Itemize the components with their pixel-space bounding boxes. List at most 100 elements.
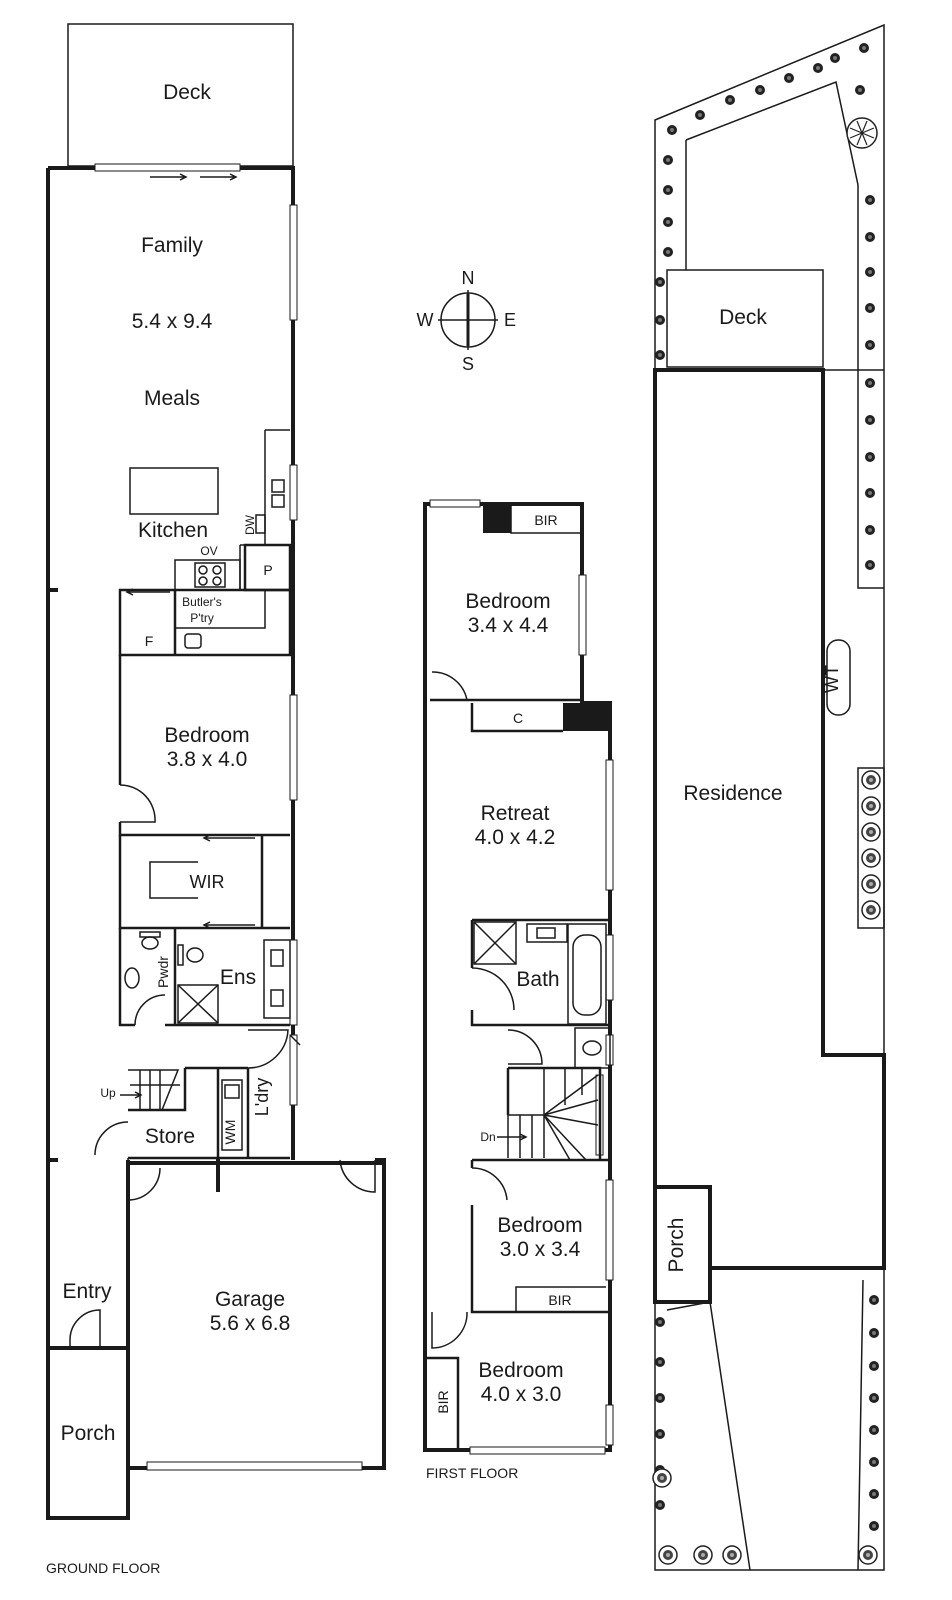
cooktop [174, 559, 241, 591]
family-size-label: 5.4 x 9.4 [132, 310, 213, 333]
shrub-icon [655, 1317, 665, 1327]
shrub-icon [869, 1457, 879, 1467]
plant-icon [658, 1545, 678, 1565]
bedroom2-wall [470, 1158, 610, 1314]
shrub-icon [865, 488, 875, 498]
shrub-icon [865, 525, 875, 535]
bedroom-window [289, 694, 298, 801]
butlers-pantry-label-1: Butler's [182, 595, 222, 609]
shrub-icon [865, 195, 875, 205]
plant-icon [722, 1545, 742, 1565]
shrub-icon [655, 1500, 665, 1510]
site-plan [653, 23, 886, 1571]
bedroom-1-size-label: 3.4 x 4.4 [468, 614, 549, 637]
retreat-size-label: 4.0 x 4.2 [475, 826, 556, 849]
bedroom-size-label: 3.8 x 4.0 [167, 748, 248, 771]
bedroom-3-label: Bedroom [478, 1359, 563, 1382]
shrub-icon [663, 217, 673, 227]
wir-label: WIR [190, 872, 225, 892]
plant-icon [861, 770, 881, 790]
family-label: Family [141, 234, 203, 257]
plant-icon [858, 1545, 878, 1565]
family-window [289, 204, 298, 321]
compass-west: W [417, 310, 434, 330]
kitchen-window [289, 464, 298, 521]
shrub-icon [655, 315, 665, 325]
compass-icon [438, 290, 498, 350]
porch-label: Porch [61, 1422, 116, 1445]
first-floor-plan [423, 499, 614, 1455]
shrub-icon [655, 277, 665, 287]
bedroom-1-label: Bedroom [465, 590, 550, 613]
stair-wall [128, 1068, 187, 1112]
bedroom-2-size-label: 3.0 x 3.4 [500, 1238, 581, 1261]
plant-icon [861, 900, 881, 920]
bir-2-label: BIR [548, 1292, 571, 1308]
kitchen-island [129, 467, 219, 515]
shrub-icon [869, 1393, 879, 1403]
bir-1-label: BIR [534, 512, 557, 528]
ensuite-shower [177, 984, 219, 1024]
shrub-icon [869, 1361, 879, 1371]
shrub-icon [869, 1328, 879, 1338]
stairs-down-label: Dn [480, 1130, 495, 1144]
site-porch-label: Porch [665, 1218, 688, 1273]
shrub-icon [869, 1295, 879, 1305]
laundry-label: L'dry [252, 1078, 272, 1116]
shrub-icon [865, 303, 875, 313]
shrub-icon [655, 1357, 665, 1367]
shrub-icon [869, 1489, 879, 1499]
ensuite-window [289, 939, 298, 1026]
shrub-icon [784, 73, 794, 83]
plant-icon [652, 1468, 672, 1488]
plant-icon [861, 822, 881, 842]
deck-label: Deck [163, 81, 211, 104]
fridge-label: F [145, 633, 154, 649]
shrub-icon [865, 415, 875, 425]
shrub-icon [855, 85, 865, 95]
compass-north: N [462, 268, 475, 288]
bedroom-label: Bedroom [164, 724, 249, 747]
garage-door [146, 1461, 363, 1471]
stairs-up-label: Up [100, 1086, 116, 1100]
bath-wall [470, 918, 610, 1027]
shrub-icon [865, 340, 875, 350]
site-deck-label: Deck [719, 306, 767, 329]
plant-icon [693, 1545, 713, 1565]
shrub-icon [655, 1393, 665, 1403]
kitchen-bench [239, 429, 290, 590]
dishwasher-label: DW [243, 514, 257, 535]
shrub-icon [755, 85, 765, 95]
plant-icon [861, 874, 881, 894]
shrub-icon [865, 232, 875, 242]
compass-south: S [462, 354, 474, 374]
plant-icon [861, 796, 881, 816]
rear-sliding-door [94, 163, 241, 172]
shrub-icon [865, 378, 875, 388]
garage-wall [126, 1158, 386, 1470]
retreat-label: Retreat [481, 802, 550, 825]
bir-3-label: BIR [435, 1390, 451, 1413]
shrub-icon [725, 95, 735, 105]
butlers-pantry-label-2: P'try [190, 611, 214, 625]
shrub-icon [869, 1425, 879, 1435]
garage-size-label: 5.6 x 6.8 [210, 1312, 291, 1335]
entry-label: Entry [62, 1280, 112, 1303]
laundry-window [289, 1034, 298, 1106]
store-label: Store [145, 1125, 195, 1148]
shrub-icon [695, 110, 705, 120]
shrub-icon [663, 247, 673, 257]
powder-room-label: Pwdr [155, 956, 171, 988]
residence-footprint [653, 368, 886, 1270]
shrub-icon [663, 185, 673, 195]
shrub-icon [813, 63, 823, 73]
shrub-icon [859, 43, 869, 53]
butlers-pantry-wall [118, 588, 292, 657]
residence-label: Residence [683, 782, 782, 805]
first-floor-caption: FIRST FLOOR [426, 1465, 518, 1481]
kitchen-label: Kitchen [138, 519, 208, 542]
pantry-label: P [263, 562, 272, 578]
shrub-icon [663, 155, 673, 165]
bedroom-2-label: Bedroom [497, 1214, 582, 1237]
